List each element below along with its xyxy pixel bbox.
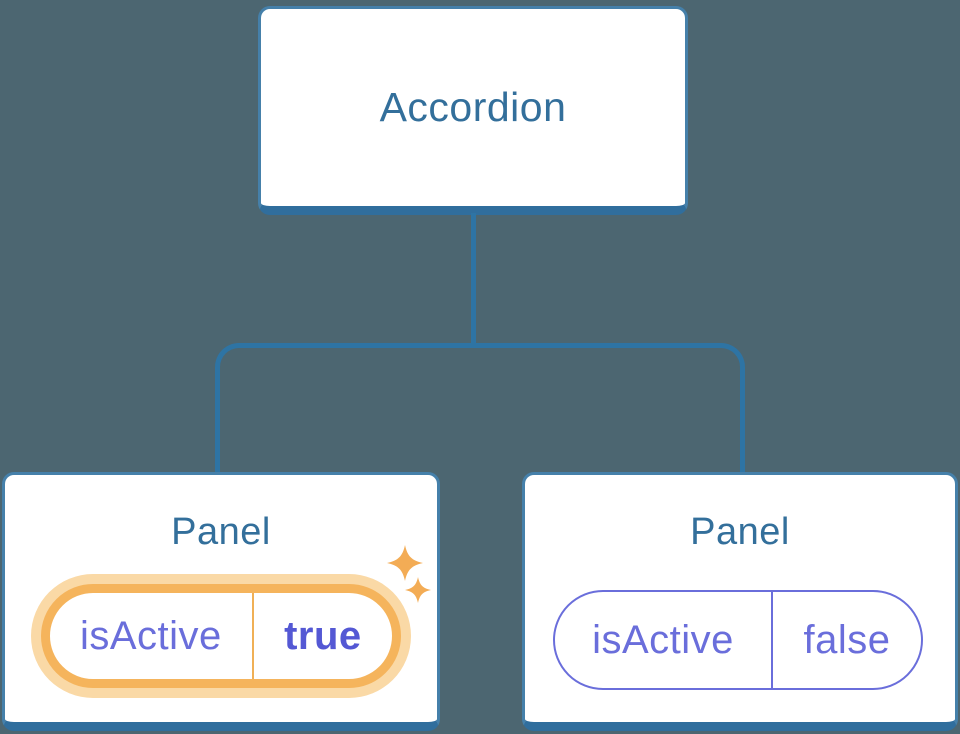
state-name: isActive: [79, 613, 222, 658]
connector-stem: [471, 213, 476, 345]
pill-divider: [770, 592, 773, 688]
state-name: isActive: [592, 617, 734, 662]
state-value: false: [803, 617, 891, 662]
state-pill-inactive: isActive false: [553, 590, 923, 690]
sparkle-icon: [387, 545, 423, 581]
panel-node-inactive: Panel isActive false: [522, 472, 958, 731]
sparkle-icon: [405, 577, 431, 603]
panel-node-label: Panel: [690, 511, 790, 553]
panel-node-label: Panel: [171, 511, 271, 553]
state-value: true: [284, 613, 362, 658]
state-pill-active: isActive true: [41, 584, 401, 688]
connector-branch: [215, 343, 745, 472]
accordion-node: Accordion: [258, 6, 688, 215]
accordion-node-label: Accordion: [379, 84, 567, 130]
panel-node-active: Panel isActive true: [2, 472, 440, 731]
pill-divider: [251, 593, 254, 679]
